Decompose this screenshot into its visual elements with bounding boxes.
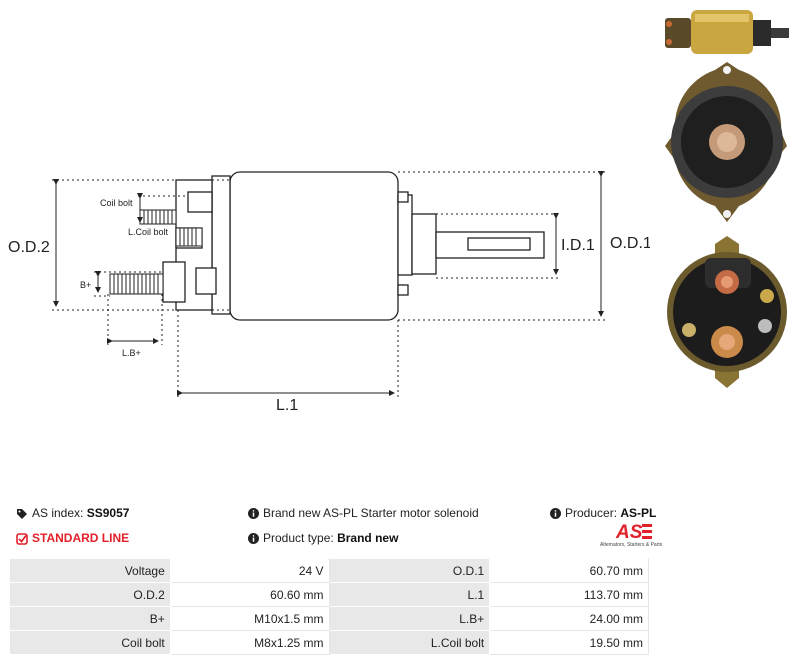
as-logo-mark: AS bbox=[615, 522, 652, 541]
spec-table: Voltage 24 V O.D.1 60.70 mm O.D.2 60.60 … bbox=[9, 558, 649, 655]
spec-value: M10x1.5 mm bbox=[169, 606, 330, 631]
svg-text:AS: AS bbox=[615, 522, 643, 541]
spec-key: L.B+ bbox=[328, 606, 491, 631]
spec-key: O.D.1 bbox=[328, 558, 491, 583]
b-plus-thread bbox=[109, 273, 164, 295]
solenoid-back-photo bbox=[665, 62, 787, 222]
id1-label: I.D.1 bbox=[561, 237, 595, 254]
spec-value: 60.60 mm bbox=[169, 582, 330, 607]
table-row: B+ M10x1.5 mm L.B+ 24.00 mm bbox=[9, 606, 649, 631]
product-photos bbox=[665, 10, 789, 388]
producer-label: Producer: bbox=[565, 506, 618, 520]
spec-value: 60.70 mm bbox=[489, 558, 649, 583]
spec-key: L.Coil bolt bbox=[328, 630, 491, 655]
spec-value: 24 V bbox=[169, 558, 330, 583]
l-coil-bolt-label: L.Coil bolt bbox=[128, 227, 169, 237]
description-text: Brand new AS-PL Starter motor solenoid bbox=[263, 506, 479, 520]
as-index-label: AS index: bbox=[32, 506, 84, 520]
description: Brand new AS-PL Starter motor solenoid bbox=[248, 506, 479, 520]
checkbox-icon bbox=[16, 533, 28, 545]
spec-value: 113.70 mm bbox=[489, 582, 649, 607]
product-type-value: Brand new bbox=[337, 531, 399, 545]
technical-drawing: O.D.2 O.D.1 I.D.1 L.1 Coil bolt L.Coil b… bbox=[8, 171, 650, 414]
spec-key: Voltage bbox=[9, 558, 171, 583]
spec-key: B+ bbox=[9, 606, 171, 631]
logo-tagline: Alternators, Starters & Parts bbox=[600, 542, 663, 548]
as-index-value: SS9057 bbox=[86, 506, 130, 520]
l1-label: L.1 bbox=[276, 397, 298, 414]
spec-value: 19.50 mm bbox=[489, 630, 649, 655]
tag-icon bbox=[17, 508, 27, 519]
od2-label: O.D.2 bbox=[8, 239, 50, 256]
table-row: Coil bolt M8x1.25 mm L.Coil bolt 19.50 m… bbox=[9, 630, 649, 655]
info-icon bbox=[248, 533, 259, 545]
spec-key: Coil bolt bbox=[9, 630, 171, 655]
producer: Producer: AS-PL bbox=[550, 506, 656, 520]
spec-value: M8x1.25 mm bbox=[169, 630, 330, 655]
info-icon bbox=[550, 508, 561, 520]
product-info: AS index: SS9057 STANDARD LINE Brand new… bbox=[16, 500, 662, 556]
spec-key: L.1 bbox=[328, 582, 491, 607]
solenoid-terminal-photo bbox=[667, 236, 787, 388]
as-logo: AS Alternators, Starters & Parts bbox=[600, 521, 668, 551]
as-index: AS index: SS9057 bbox=[16, 506, 129, 520]
producer-value: AS-PL bbox=[620, 506, 657, 520]
standard-line-label: STANDARD LINE bbox=[32, 531, 130, 545]
product-type: Product type: Brand new bbox=[248, 531, 398, 545]
coil-bolt-thread bbox=[139, 209, 177, 225]
spec-key: O.D.2 bbox=[9, 582, 171, 607]
b-plus-label: B+ bbox=[80, 280, 91, 290]
table-row: Voltage 24 V O.D.1 60.70 mm bbox=[9, 558, 649, 583]
solenoid-body bbox=[229, 171, 399, 321]
info-icon bbox=[248, 508, 259, 520]
table-row: O.D.2 60.60 mm L.1 113.70 mm bbox=[9, 582, 649, 607]
solenoid-side-photo bbox=[665, 10, 789, 54]
product-type-label: Product type: bbox=[263, 531, 334, 545]
coil-bolt-label: Coil bolt bbox=[100, 198, 133, 208]
od1-label: O.D.1 bbox=[610, 235, 650, 252]
l-b-plus-label: L.B+ bbox=[122, 348, 141, 358]
standard-line: STANDARD LINE bbox=[16, 531, 129, 545]
spec-value: 24.00 mm bbox=[489, 606, 649, 631]
